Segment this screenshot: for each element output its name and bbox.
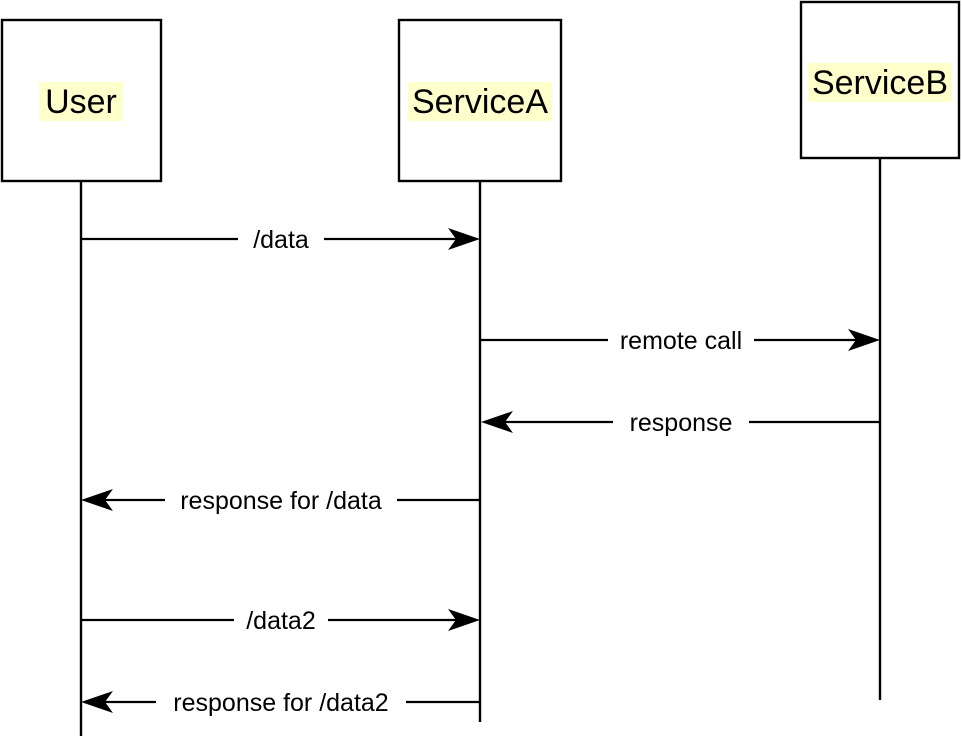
message-remote-call[interactable]: remote call: [481, 327, 880, 355]
participants-layer: User ServiceA ServiceB: [0, 0, 961, 183]
participant-serviceA[interactable]: ServiceA: [397, 18, 563, 183]
arrowhead-right-icon: [848, 329, 880, 351]
message-label-bg-remote-call: [608, 327, 754, 353]
messages-layer: /data remote call response re: [81, 226, 880, 717]
message-label-bg-data: [238, 226, 324, 252]
message-label-data: /data: [253, 226, 309, 254]
participant-label-serviceA: ServiceA: [412, 83, 548, 121]
message-label-bg-response: [613, 409, 749, 435]
participant-label-serviceB: ServiceB: [812, 64, 948, 102]
message-label-response: response: [630, 409, 733, 437]
participant-label-highlight-user: [39, 82, 123, 121]
arrowhead-left-icon: [81, 489, 113, 511]
message-label-remote-call: remote call: [620, 327, 742, 355]
message-label-response-for-data2: response for /data2: [173, 689, 388, 717]
message-response-for-data2[interactable]: response for /data2: [81, 689, 480, 717]
message-label-bg-response-for-data2: [156, 689, 406, 715]
message-data2[interactable]: /data2: [81, 607, 480, 635]
arrowhead-left-icon: [81, 691, 113, 713]
message-response-for-data[interactable]: response for /data: [81, 487, 480, 515]
participant-user[interactable]: User: [0, 18, 163, 183]
arrowhead-right-icon: [448, 228, 480, 250]
message-label-bg-data2: [234, 607, 328, 633]
participant-label-highlight-serviceA: [408, 82, 552, 121]
message-data[interactable]: /data: [81, 226, 480, 254]
participant-label-highlight-serviceB: [808, 63, 952, 102]
participant-serviceB[interactable]: ServiceB: [799, 0, 961, 160]
message-response[interactable]: response: [481, 409, 880, 437]
message-label-bg-response-for-data: [165, 487, 397, 513]
message-label-data2: /data2: [246, 607, 316, 635]
participant-label-user: User: [45, 83, 117, 121]
arrowhead-left-icon: [481, 411, 513, 433]
message-label-response-for-data: response for /data: [180, 487, 382, 515]
arrowhead-right-icon: [448, 609, 480, 631]
lifelines-layer: [79, 158, 882, 736]
